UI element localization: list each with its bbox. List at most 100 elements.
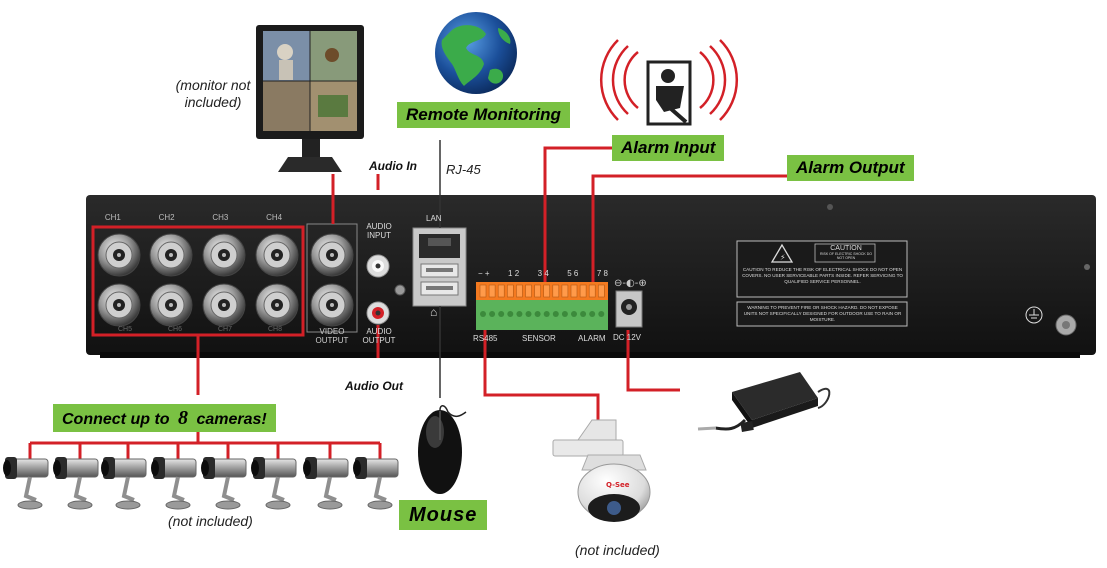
bullet-camera [353,457,399,510]
video-output-label: VIDEO OUTPUT [306,327,358,345]
terminal-screw [580,311,587,317]
terminal-screw [507,311,514,317]
caution-sub-text: RISK OF ELECTRIC SHOCK DO NOT OPEN [820,252,872,260]
terminal-pin[interactable] [488,284,496,298]
bnc-video-out-1[interactable] [310,233,354,277]
terminal-green-row [476,300,608,330]
sensor-num: 7 8 [596,269,608,278]
terminal-pin[interactable] [534,284,541,298]
remote-monitoring-tag: Remote Monitoring [397,102,570,128]
terminal-pin[interactable] [543,284,551,298]
bnc-ch1[interactable] [97,233,141,277]
terminal-screw [552,311,559,317]
bnc-ch5[interactable] [97,283,141,327]
caution-text: CAUTION TO REDUCE THE RISK OF ELECTRICAL… [742,267,903,284]
bnc-connectors [97,233,354,327]
bullet-cameras [3,457,399,510]
terminal-screw [498,311,505,317]
ch7-label: CH7 [217,326,232,333]
bullet-camera [151,457,197,510]
terminal-screw [543,311,550,317]
monitor-note-line2: included) [184,94,242,110]
panel-bottom-edge [100,352,1080,358]
terminal-pin[interactable] [552,284,560,298]
sensor-num: 1 2 [508,269,520,278]
terminal-screw [598,311,605,317]
bullet-camera [303,457,349,510]
bnc-ch8[interactable] [255,283,299,327]
terminal-pin[interactable] [516,284,523,298]
rs485-label: RS485 [473,334,498,343]
monitor-note-line1: (monitor not [175,77,251,93]
terminal-screw [534,311,541,317]
alarm-label: ALARM [578,334,606,343]
audio-in-label: Audio In [369,159,417,173]
mouse-device [418,405,467,494]
connect-cameras-count: 8 [178,407,188,429]
caution-title-text: CAUTION [830,245,862,252]
ch8-label: CH8 [267,326,282,333]
burglar-alarm-icon [600,39,738,126]
bullet-camera [53,457,99,510]
audio-input-line2: INPUT [367,231,391,240]
video-output-line1: VIDEO [319,327,345,336]
camera-drop-wires [28,443,382,459]
mouse-tag: Mouse [399,500,488,530]
terminal-screw [489,311,496,317]
terminal-pin[interactable] [497,284,505,298]
terminal-pin[interactable] [506,284,514,298]
terminal-screw [516,311,523,317]
lan-label: LAN [426,214,442,223]
ch5-label: CH5 [117,326,132,333]
panel-screw [1084,264,1090,270]
terminal-screw [589,311,596,317]
terminal-pin[interactable] [525,284,532,298]
terminal-pin[interactable] [479,284,487,298]
video-output-line2: OUTPUT [315,336,349,345]
terminal-pin[interactable] [579,284,587,298]
terminal-screw [571,311,577,317]
terminal-pin[interactable] [597,284,605,298]
caution-title: CAUTION RISK OF ELECTRIC SHOCK DO NOT OP… [817,245,875,260]
sensor-num: 5 6 [567,269,579,278]
bullet-camera [251,457,297,510]
ch-top-labels: CH1 CH2 CH3 CH4 [86,213,301,222]
terminal-pin[interactable] [588,284,596,298]
dc-power-jack[interactable] [615,290,643,328]
terminal-screw [480,311,486,317]
bnc-video-out-2[interactable] [310,283,354,327]
ch1-label: CH1 [104,213,121,222]
sensor-terminal-block [476,282,608,330]
ground-terminal [1055,314,1077,336]
sensor-num: 3 4 [537,269,549,278]
cameras-not-included-note: (not included) [168,513,253,529]
sensor-num: − + [478,269,490,278]
audio-input-jack[interactable] [366,254,390,278]
alarm-output-tag: Alarm Output [787,155,914,181]
lan-usb-block [412,227,467,307]
terminal-pin[interactable] [570,284,578,298]
bnc-ch4[interactable] [255,233,299,277]
connection-wires [30,146,787,445]
bnc-ch2[interactable] [149,233,193,277]
bnc-ch6[interactable] [149,283,193,327]
rj45-label: RJ-45 [446,162,481,177]
ptz-not-included-note: (not included) [575,542,660,558]
bnc-ch3[interactable] [202,233,246,277]
audio-input-label: AUDIO INPUT [357,222,401,240]
warning-triangle-icon [770,243,794,263]
audio-input-line1: AUDIO [366,222,392,231]
terminal-screw [561,311,568,317]
bnc-ch7[interactable] [202,283,246,327]
alarm-input-tag: Alarm Input [612,135,725,161]
connect-cameras-suffix: cameras! [196,411,267,428]
terminal-pin[interactable] [561,284,569,298]
panel-screw [827,204,833,210]
audio-output-jack[interactable] [366,301,390,325]
ch-bottom-labels: CH5 CH6 CH7 CH8 [100,326,300,333]
svg-text:⚡: ⚡ [780,253,786,262]
monitor [256,25,364,172]
bullet-camera [201,457,247,510]
